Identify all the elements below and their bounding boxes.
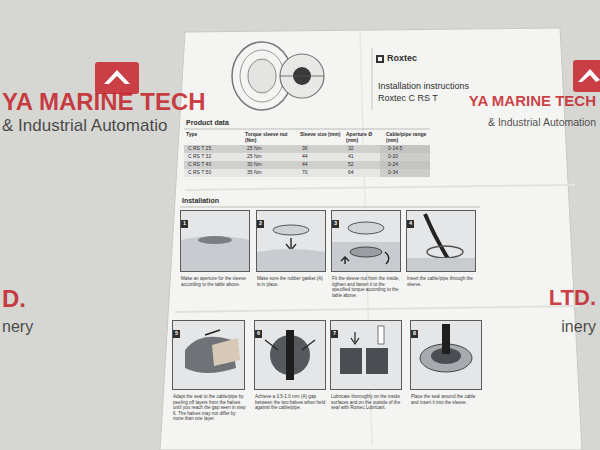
step-panel: 2Make sure the rubber gasket (A) is in p… <box>256 210 326 272</box>
step-caption: Achieve a 0.5-1.0 mm (A) gap between the… <box>255 394 327 411</box>
table-cell: 0-14.5 <box>388 146 402 152</box>
watermark: YA MARINE TECH <box>469 92 596 109</box>
step-number: 3 <box>332 220 339 228</box>
step-number: 5 <box>173 330 180 338</box>
table-cell: C RS T 50 <box>188 170 211 176</box>
table-cell: 30 Nm <box>247 162 262 168</box>
table-header: Sleeve size (mm) <box>300 132 344 138</box>
brand-logo: Roxtec <box>387 53 417 63</box>
table-cell: 0-24 <box>388 162 398 168</box>
table-cell: 25 Nm <box>247 154 262 160</box>
step-panel: 3Fit the sleeve nut from the inside, tig… <box>331 210 401 272</box>
watermark: & Industrial Automation <box>488 116 596 128</box>
step-number: 2 <box>257 220 264 228</box>
step-caption: Lubricate thoroughly on the inside surfa… <box>331 394 403 411</box>
table-cell: C RS T 25 <box>188 146 211 152</box>
table-header: Type <box>186 132 236 138</box>
table-cell: 44 <box>302 154 308 160</box>
step-number: 8 <box>411 330 418 338</box>
table-cell: 52 <box>348 162 354 168</box>
section-heading: Installation <box>182 197 219 205</box>
step-caption: Insert the cable/pipe through the sleeve… <box>407 276 477 287</box>
step-panel: 8Place the seal around the cable and ins… <box>410 320 482 390</box>
table-header: Torque sleeve nut (Nm) <box>245 132 297 144</box>
watermark: & Industrial Automatio <box>2 116 167 136</box>
watermark: nery <box>2 318 33 336</box>
step-panel: 5Adapt the seal to the cable/pipe by pee… <box>172 320 245 390</box>
table-cell: C RS T 32 <box>188 154 211 160</box>
table-cell: 0-20 <box>388 154 398 160</box>
step-panel: 6Achieve a 0.5-1.0 mm (A) gap between th… <box>254 320 326 390</box>
watermark: YA MARINE TECH <box>2 88 206 116</box>
table-cell: 32 <box>348 146 354 152</box>
table-cell: 0-34 <box>388 170 398 176</box>
step-panel: 1Make an aperture for the sleeve accordi… <box>180 210 250 272</box>
step-number: 1 <box>181 220 188 228</box>
step-number: 7 <box>331 330 338 338</box>
table-cell: 64 <box>348 170 354 176</box>
step-caption: Place the seal around the cable and inse… <box>411 394 483 405</box>
step-panel: 7Lubricate thoroughly on the inside surf… <box>330 320 402 390</box>
step-caption: Fit the sleeve nut from the inside, tigh… <box>332 276 402 298</box>
table-cell: 25 Nm <box>247 146 262 152</box>
step-caption: Adapt the seal to the cable/pipe by peel… <box>173 394 246 422</box>
table-cell: 36 <box>302 146 308 152</box>
table-header: Aperture Ø (mm) <box>346 132 380 144</box>
step-number: 4 <box>407 220 414 228</box>
step-caption: Make sure the rubber gasket (A) is in pl… <box>257 276 327 287</box>
table-cell: 44 <box>302 162 308 168</box>
table-cell: C RS T 40 <box>188 162 211 168</box>
table-cell: 35 Nm <box>247 170 262 176</box>
step-caption: Make an aperture for the sleeve accordin… <box>181 276 251 287</box>
step-panel: 4Insert the cable/pipe through the sleev… <box>406 210 476 272</box>
table-cell: 70 <box>302 170 308 176</box>
doc-title: Installation instructions <box>378 81 469 91</box>
section-heading: Product data <box>186 119 229 127</box>
table-header: Cable/pipe range (mm) <box>386 132 428 144</box>
watermark: LTD. <box>549 285 596 310</box>
watermark: D. <box>2 285 26 313</box>
step-number: 6 <box>255 330 262 338</box>
watermark: inery <box>561 318 596 336</box>
doc-subtitle: Roxtec C RS T <box>378 93 438 103</box>
table-cell: 41 <box>348 154 354 160</box>
